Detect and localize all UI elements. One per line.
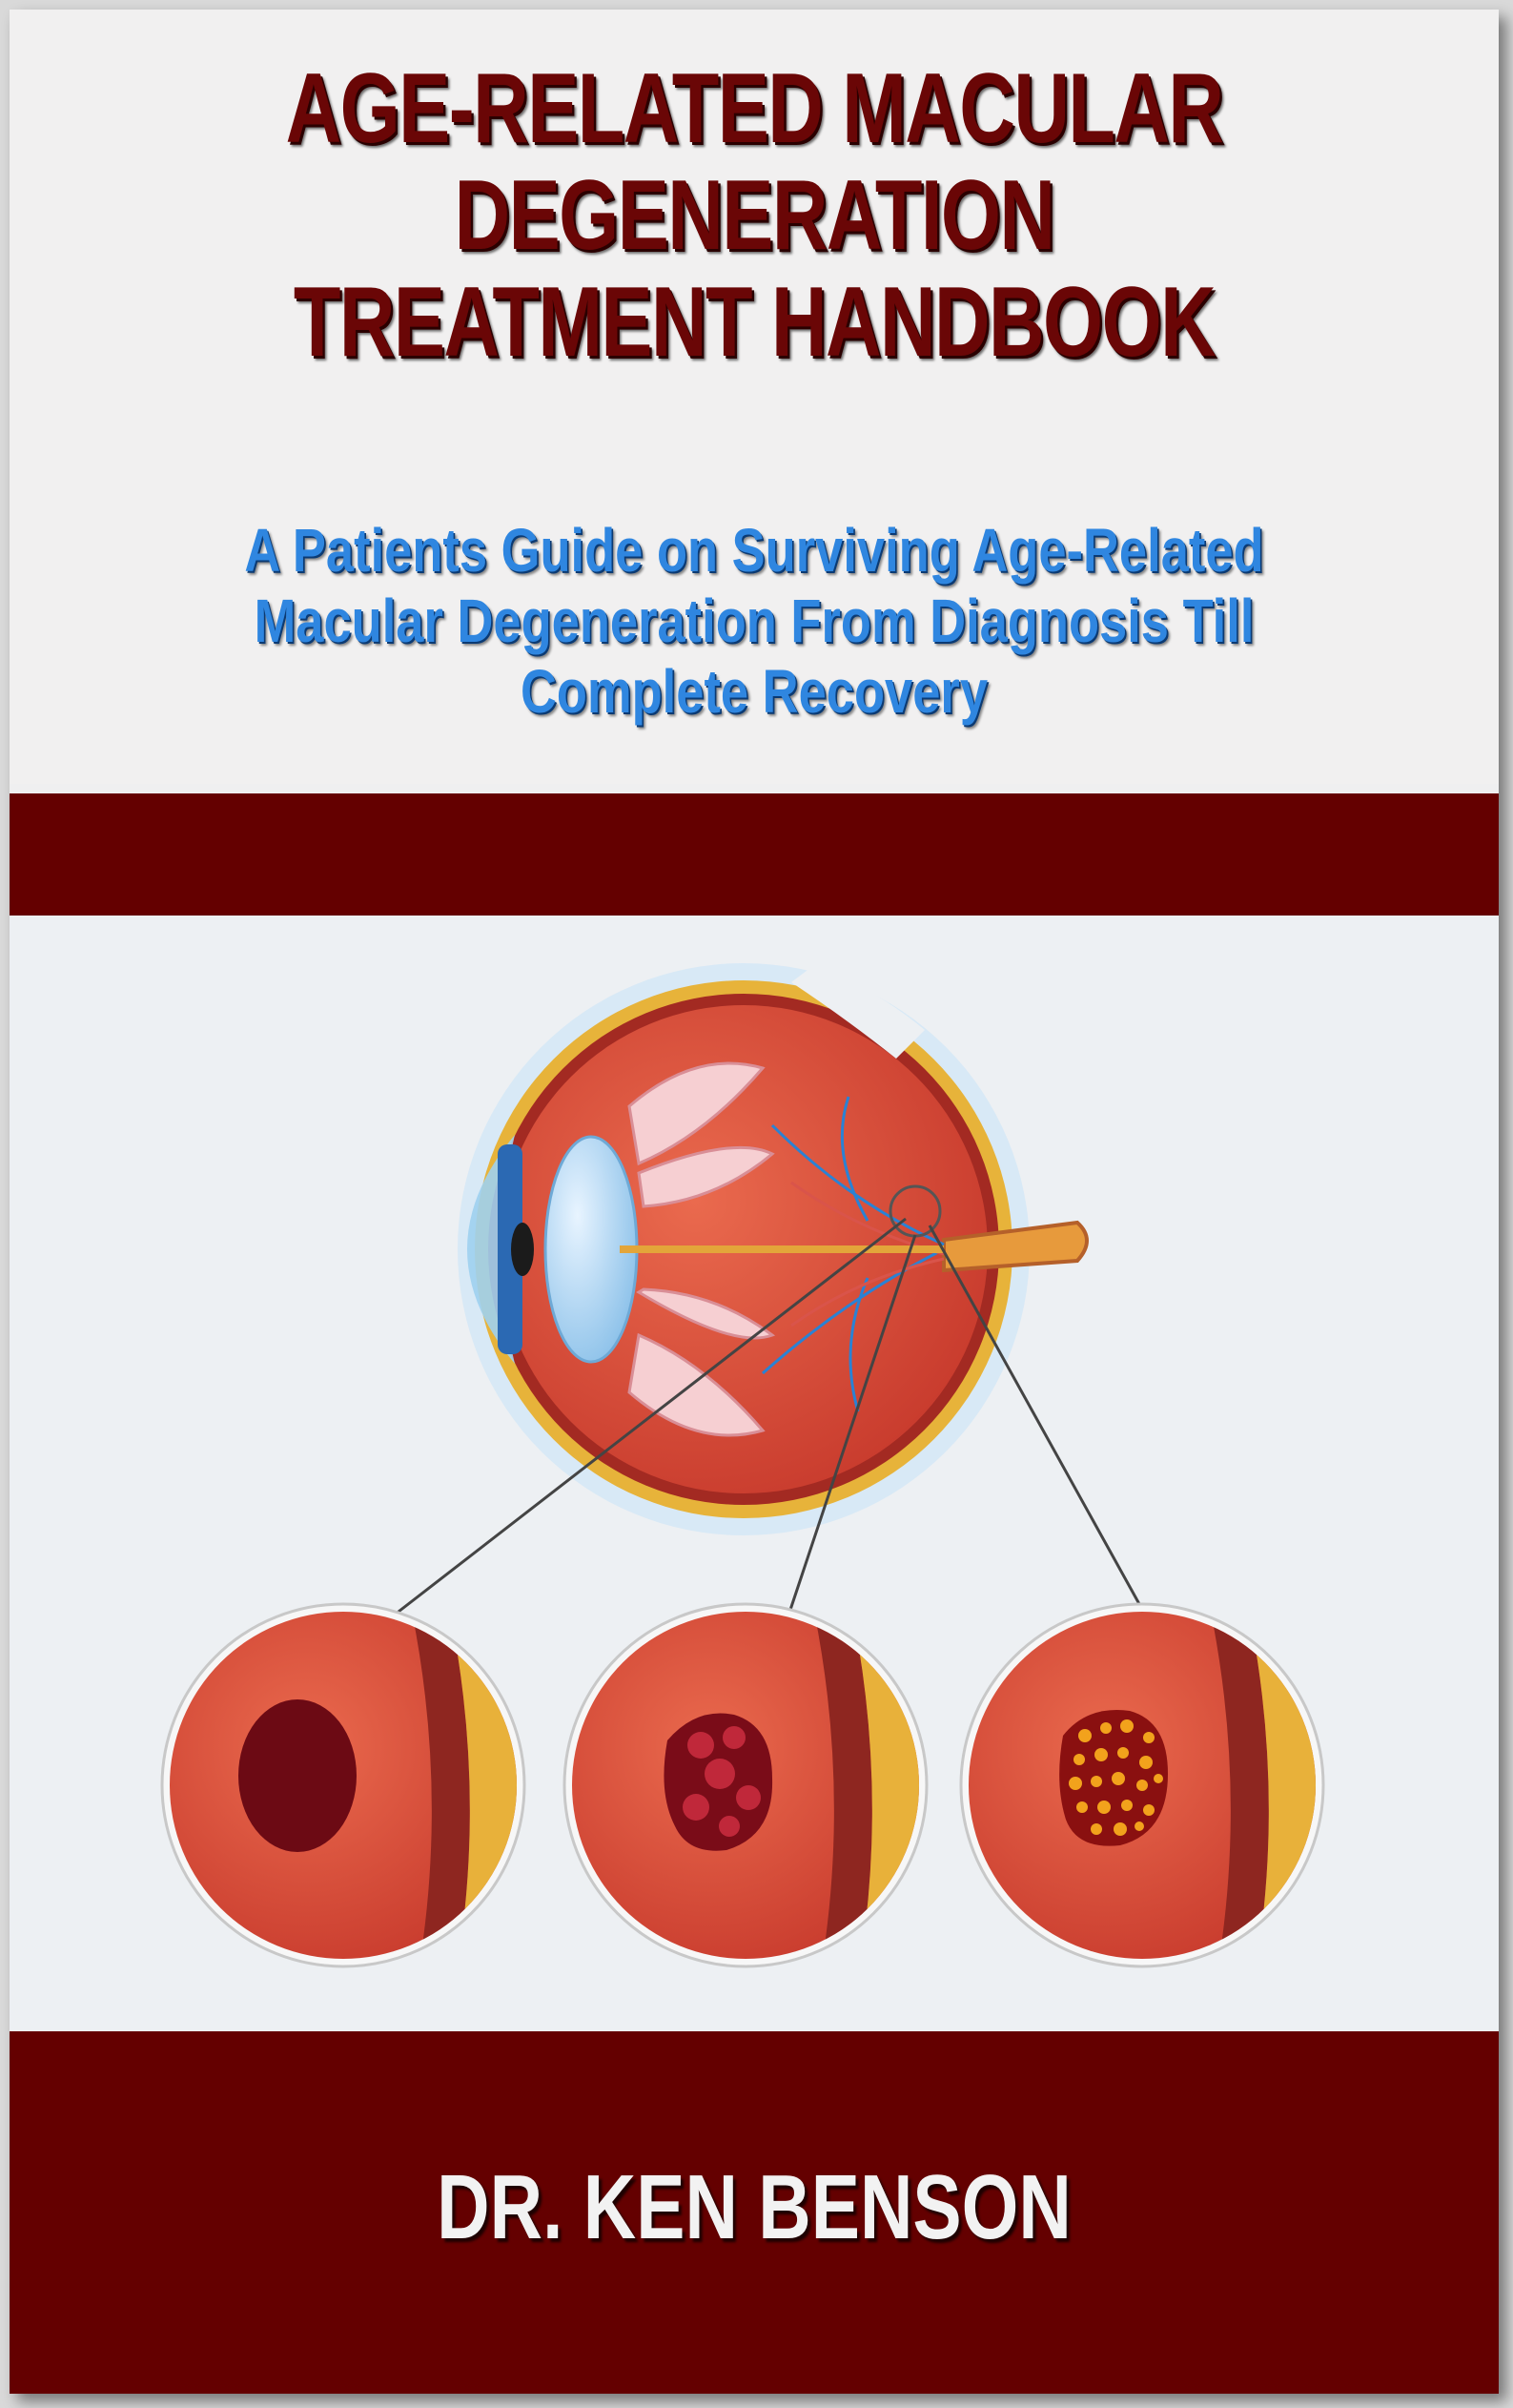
book-cover: AGE-RELATED MACULAR DEGENERATION TREATME… — [10, 10, 1499, 2394]
author-name: DR. KEN BENSON — [437, 2156, 1072, 2258]
author-band: DR. KEN BENSON — [10, 2031, 1499, 2394]
cover-illustration — [10, 916, 1499, 2031]
pointer-lines — [385, 1217, 1151, 1623]
macula-intermediate-stage-icon — [562, 1602, 929, 1968]
book-title: AGE-RELATED MACULAR DEGENERATION TREATME… — [285, 53, 1224, 378]
eye-illustration — [160, 963, 1325, 1968]
macula-advanced-stage-icon — [959, 1602, 1325, 1968]
title-block: AGE-RELATED MACULAR DEGENERATION TREATME… — [10, 10, 1499, 784]
book-subtitle: A Patients Guide on Surviving Age-Relate… — [244, 516, 1264, 726]
top-color-band — [10, 793, 1499, 916]
macula-early-stage-icon — [160, 1602, 526, 1968]
eye-cross-section-icon — [458, 963, 1089, 1535]
